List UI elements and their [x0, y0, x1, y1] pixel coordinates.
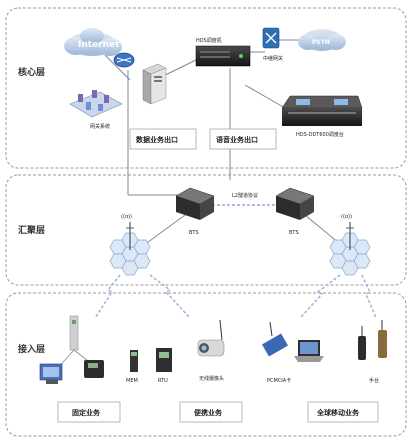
relay-gateway-icon: [262, 27, 280, 49]
wave-right-label: ((ɑ)): [341, 214, 352, 220]
desktop-pc-icon: [39, 363, 63, 384]
gateway-system-label: 网关系统: [90, 123, 110, 130]
data-exit-box: [129, 128, 197, 150]
rtu-label: RTU: [158, 378, 168, 384]
aggregation-links: [139, 214, 346, 249]
laptop-icon: [294, 340, 324, 362]
pcmcia-card-icon: [261, 321, 289, 357]
server-icon: [142, 63, 167, 105]
pcmcia-label: PCMCIA卡: [267, 377, 291, 384]
l2-tunnel-label: L2隧道协议: [232, 192, 258, 199]
relay-gateway-label: 中继网关: [263, 55, 283, 62]
access-layer-label: 接入层: [18, 343, 45, 355]
internet-cloud: Internet: [64, 28, 122, 56]
bts-right-label: BTS: [289, 230, 299, 236]
access-layer-box: [5, 292, 407, 437]
antenna-left-icon: [126, 222, 134, 250]
handheld-radio-icon: [358, 320, 387, 360]
portable-service-box: [179, 401, 243, 423]
rtu-icon: [156, 348, 172, 372]
aggregation-layer-label: 汇聚层: [18, 224, 45, 236]
hds-machine-label: HDS调度机: [196, 37, 222, 44]
wireless-camera-label: 无线摄像头: [199, 375, 224, 382]
hds-machine-icon: [195, 45, 251, 67]
core-layer-label: 核心层: [18, 66, 45, 78]
internet-label: Internet: [78, 40, 120, 50]
fixed-service-label: 固定业务: [72, 408, 101, 417]
gateway-system-icon: [69, 90, 123, 118]
handheld-label: 手台: [369, 377, 379, 384]
dispatch-console-icon: [281, 95, 363, 126]
dispatch-console-label: HDS-DDT600调度台: [296, 131, 344, 138]
wave-left-label: ((ɑ)): [121, 214, 132, 220]
mem-icon: [130, 350, 138, 372]
aggregation-layer-box: [5, 174, 407, 286]
data-exit-label: 数据业务出口: [136, 135, 178, 144]
portable-service-label: 便携业务: [194, 408, 223, 417]
voice-exit-label: 语音业务出口: [216, 135, 258, 144]
mem-label: MEM: [126, 378, 138, 384]
global-mobile-service-box: [307, 401, 379, 423]
voice-exit-box: [209, 128, 277, 150]
bts-left-label: BTS: [189, 230, 199, 236]
router-icon: [113, 52, 135, 68]
bts-right-icon: [275, 187, 315, 220]
desk-phone-icon: [84, 360, 104, 378]
core-layer-box: [5, 7, 407, 169]
wireless-links: [94, 274, 377, 319]
global-mobile-service-label: 全球移动业务: [316, 408, 360, 417]
fixed-service-box: [57, 401, 121, 423]
bts-left-icon: [175, 187, 215, 220]
pstn-cloud: PSTN: [298, 29, 346, 51]
pstn-label: PSTN: [312, 39, 330, 46]
antenna-right-icon: [346, 222, 354, 250]
wireless-camera-icon: [197, 319, 225, 357]
